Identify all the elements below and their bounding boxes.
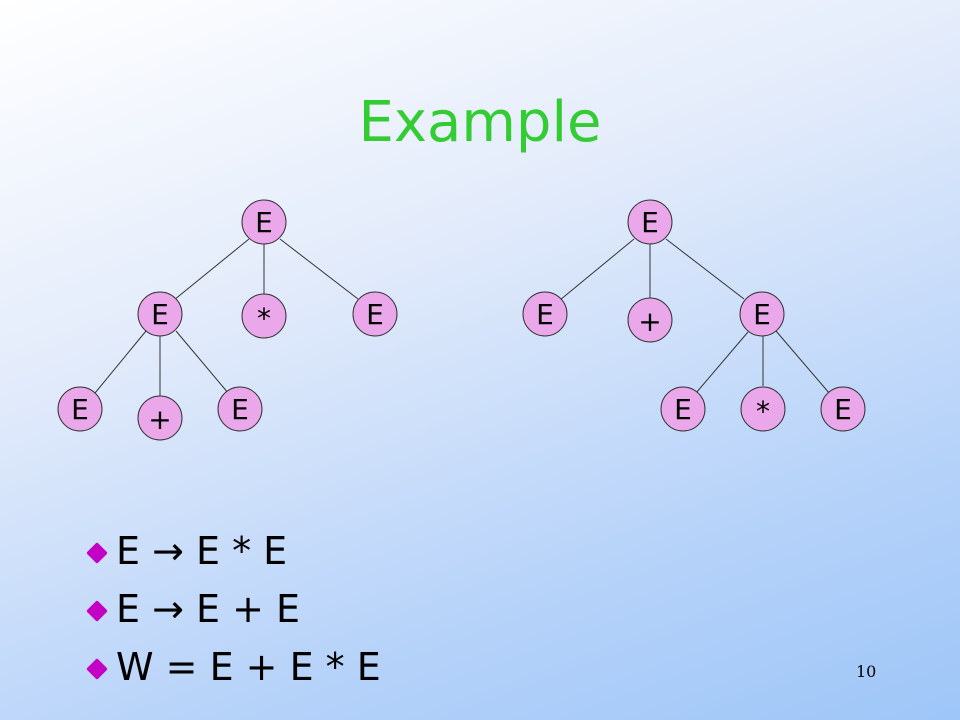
page-number: 10 bbox=[856, 662, 877, 681]
bullet-item: W = E + E * E bbox=[86, 638, 381, 696]
left-tree-left-right-node: E bbox=[217, 386, 263, 432]
node-label: E bbox=[536, 298, 554, 331]
node-label: E bbox=[366, 298, 384, 331]
node-label: + bbox=[638, 305, 661, 338]
bullet-text: W = E + E * E bbox=[116, 645, 381, 689]
right-tree-right-left-node: E bbox=[660, 386, 706, 432]
bullet-icon bbox=[86, 542, 108, 564]
bullet-text: E → E * E bbox=[116, 529, 288, 573]
edge bbox=[94, 330, 147, 394]
right-tree-right-right-node: E bbox=[820, 386, 866, 432]
node-label: + bbox=[148, 403, 171, 436]
left-tree-root-node: E bbox=[241, 199, 287, 245]
bullet-item: E → E + E bbox=[86, 580, 381, 638]
edge bbox=[173, 238, 250, 301]
left-tree-left-node: E bbox=[137, 291, 183, 337]
node-label: E bbox=[674, 393, 692, 426]
right-tree-left-node: E bbox=[522, 291, 568, 337]
left-tree-left-left-node: E bbox=[57, 386, 103, 432]
node-label: * bbox=[756, 395, 770, 428]
left-tree-op-node: * bbox=[241, 293, 287, 339]
edge bbox=[775, 330, 831, 395]
right-tree-op-node: + bbox=[627, 297, 673, 343]
edge bbox=[559, 238, 635, 301]
node-label: * bbox=[257, 302, 271, 335]
bullet-text: E → E + E bbox=[116, 587, 301, 631]
edge bbox=[695, 331, 749, 394]
edge bbox=[665, 238, 745, 300]
node-label: E bbox=[231, 393, 249, 426]
left-tree-left-op-node: + bbox=[137, 395, 183, 441]
node-label: E bbox=[151, 298, 169, 331]
node-label: E bbox=[71, 393, 89, 426]
left-tree-right-node: E bbox=[352, 291, 398, 337]
slide-title: Example bbox=[358, 90, 602, 155]
right-tree-right-op-node: * bbox=[740, 386, 786, 432]
node-label: E bbox=[641, 206, 659, 239]
right-tree-right-node: E bbox=[739, 291, 785, 337]
bullet-icon bbox=[86, 658, 108, 680]
bullet-item: E → E * E bbox=[86, 522, 381, 580]
node-label: E bbox=[255, 206, 273, 239]
right-tree-edges bbox=[559, 238, 831, 395]
node-label: E bbox=[753, 298, 771, 331]
node-label: E bbox=[834, 393, 852, 426]
bullet-icon bbox=[86, 600, 108, 622]
right-tree-root-node: E bbox=[627, 199, 673, 245]
left-tree-edges bbox=[94, 238, 359, 397]
bullet-list: E → E * E E → E + E W = E + E * E bbox=[86, 522, 381, 696]
edge bbox=[279, 238, 359, 300]
edge bbox=[175, 330, 230, 395]
